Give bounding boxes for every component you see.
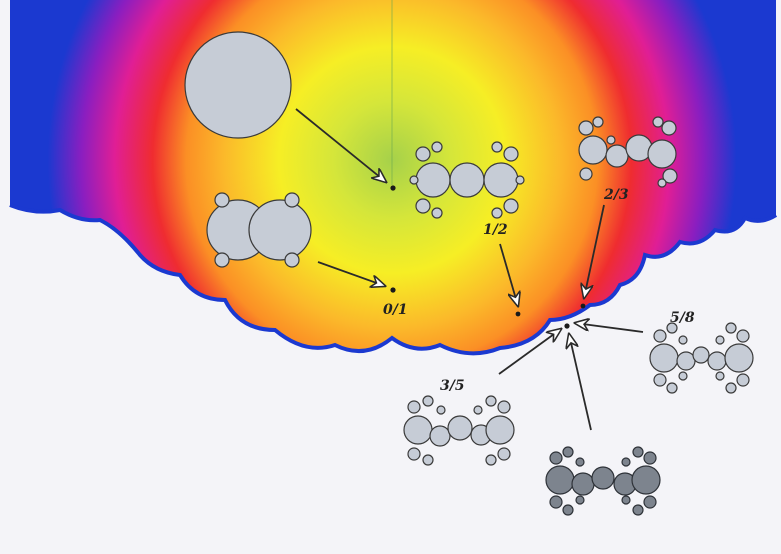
julia-set-dust bbox=[545, 446, 661, 516]
label-one-half: 1/2 bbox=[483, 222, 508, 238]
arrow-disk-to-center bbox=[295, 108, 386, 182]
arrows bbox=[295, 108, 644, 431]
arrow-cauliflower-to-zero bbox=[317, 261, 385, 286]
julia-set-cauliflower bbox=[206, 192, 312, 268]
julia-set-three-fifths bbox=[403, 395, 515, 466]
julia-set-five-eighths bbox=[649, 322, 754, 394]
point-zero-over-one bbox=[390, 287, 396, 293]
label-three-fifths: 3/5 bbox=[440, 378, 465, 394]
label-zero-over-one: 0/1 bbox=[383, 302, 408, 318]
point-center bbox=[390, 185, 396, 191]
arrow-five-eighths bbox=[575, 323, 644, 333]
region-boundary bbox=[9, 203, 778, 356]
label-five-eighths: 5/8 bbox=[670, 310, 695, 326]
point-one-half bbox=[515, 311, 521, 317]
point-two-thirds bbox=[580, 303, 586, 309]
label-two-thirds: 2/3 bbox=[603, 187, 629, 203]
arrow-dust bbox=[569, 334, 592, 431]
arrow-two-thirds bbox=[584, 204, 605, 298]
point-cluster bbox=[564, 323, 570, 329]
julia-set-basilica bbox=[409, 141, 525, 219]
julia-set-disk bbox=[184, 31, 292, 139]
arrow-one-half bbox=[499, 243, 518, 306]
arrow-three-fifths bbox=[498, 329, 561, 375]
julia-set-two-thirds bbox=[578, 116, 678, 188]
